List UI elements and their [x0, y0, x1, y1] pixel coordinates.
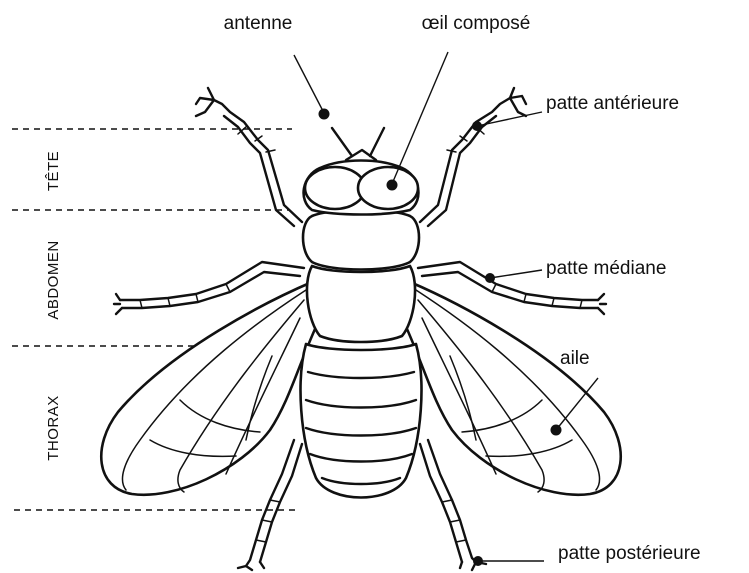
abdomen	[301, 344, 422, 498]
leader-antenna	[294, 55, 324, 113]
label-middle-leg: patte médiane	[546, 258, 666, 279]
antenna-right	[370, 128, 384, 156]
compound-eye-left	[305, 167, 365, 209]
label-compound-eye: œil composé	[422, 13, 531, 34]
leader-dot-wing	[551, 425, 562, 436]
leader-dot-hind-leg	[473, 556, 483, 566]
antenna-left	[332, 128, 352, 156]
fly-illustration	[101, 88, 620, 570]
hind-leg-left	[238, 440, 302, 570]
label-wing: aile	[560, 348, 590, 369]
leader-dot-antenna	[319, 109, 330, 120]
head	[304, 128, 419, 215]
front-leg-right	[420, 88, 526, 226]
leader-compound-eye	[392, 52, 448, 184]
leader-dot-front-leg	[472, 121, 482, 131]
label-hind-leg: patte postérieure	[558, 543, 701, 564]
leader-dot-compound-eye	[387, 180, 398, 191]
label-front-leg: patte antérieure	[546, 93, 679, 114]
thorax-segment-1	[303, 210, 419, 270]
leader-middle-leg	[490, 270, 542, 278]
front-leg-left	[196, 88, 302, 226]
region-label-abdomen: ABDOMEN	[45, 240, 62, 319]
label-antenna: antenne	[224, 13, 293, 34]
thorax-segment-2	[307, 266, 415, 342]
leader-dot-middle-leg	[485, 273, 495, 283]
region-label-head: TÊTE	[45, 151, 62, 191]
region-label-thorax: THORAX	[45, 395, 62, 461]
hind-leg-right	[420, 440, 486, 570]
